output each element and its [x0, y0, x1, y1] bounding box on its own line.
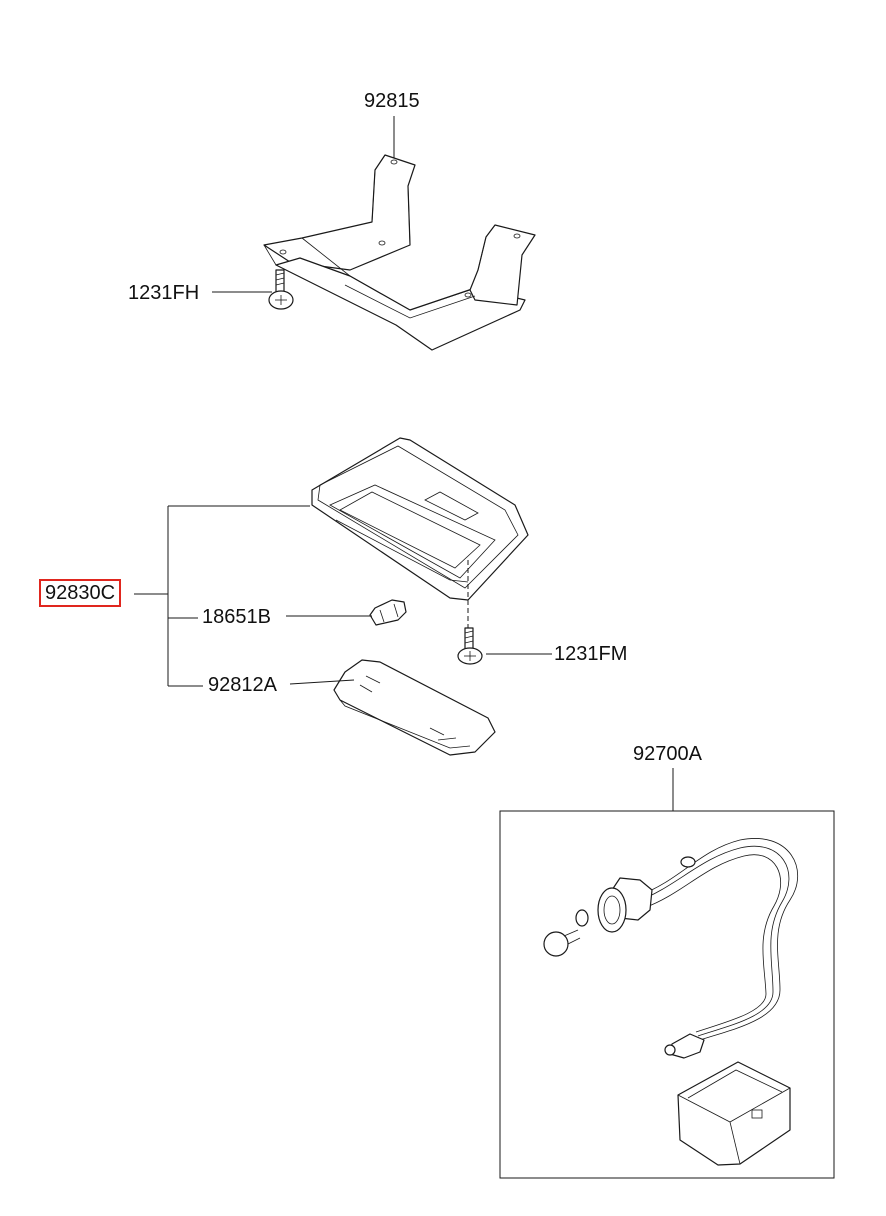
callout-92815[interactable]: 92815: [364, 90, 420, 112]
screw-1231fm-part[interactable]: [457, 627, 483, 665]
callout-92830c-selected[interactable]: 92830C: [38, 579, 122, 607]
screw-1231fh-part[interactable]: [268, 269, 294, 310]
connector-box-part[interactable]: [677, 1061, 791, 1166]
lens-92812a-part[interactable]: [333, 659, 496, 756]
lamp-housing-part[interactable]: [311, 437, 529, 601]
callout-92700a[interactable]: 92700A: [633, 743, 702, 765]
callout-1231fh[interactable]: 1231FH: [128, 282, 200, 304]
callout-92812a[interactable]: 92812A: [208, 674, 277, 696]
leader-92812a: [289, 679, 355, 685]
wiring-kit-frame: [499, 810, 835, 1179]
wiring-harness-part[interactable]: [543, 838, 799, 1059]
bracket-part[interactable]: [263, 154, 536, 351]
callout-1231fm[interactable]: 1231FM: [554, 643, 628, 665]
bulb-18651b-part[interactable]: [369, 599, 407, 626]
callout-18651b[interactable]: 18651B: [202, 606, 271, 628]
assembly-bracket-92830c: [134, 505, 310, 687]
